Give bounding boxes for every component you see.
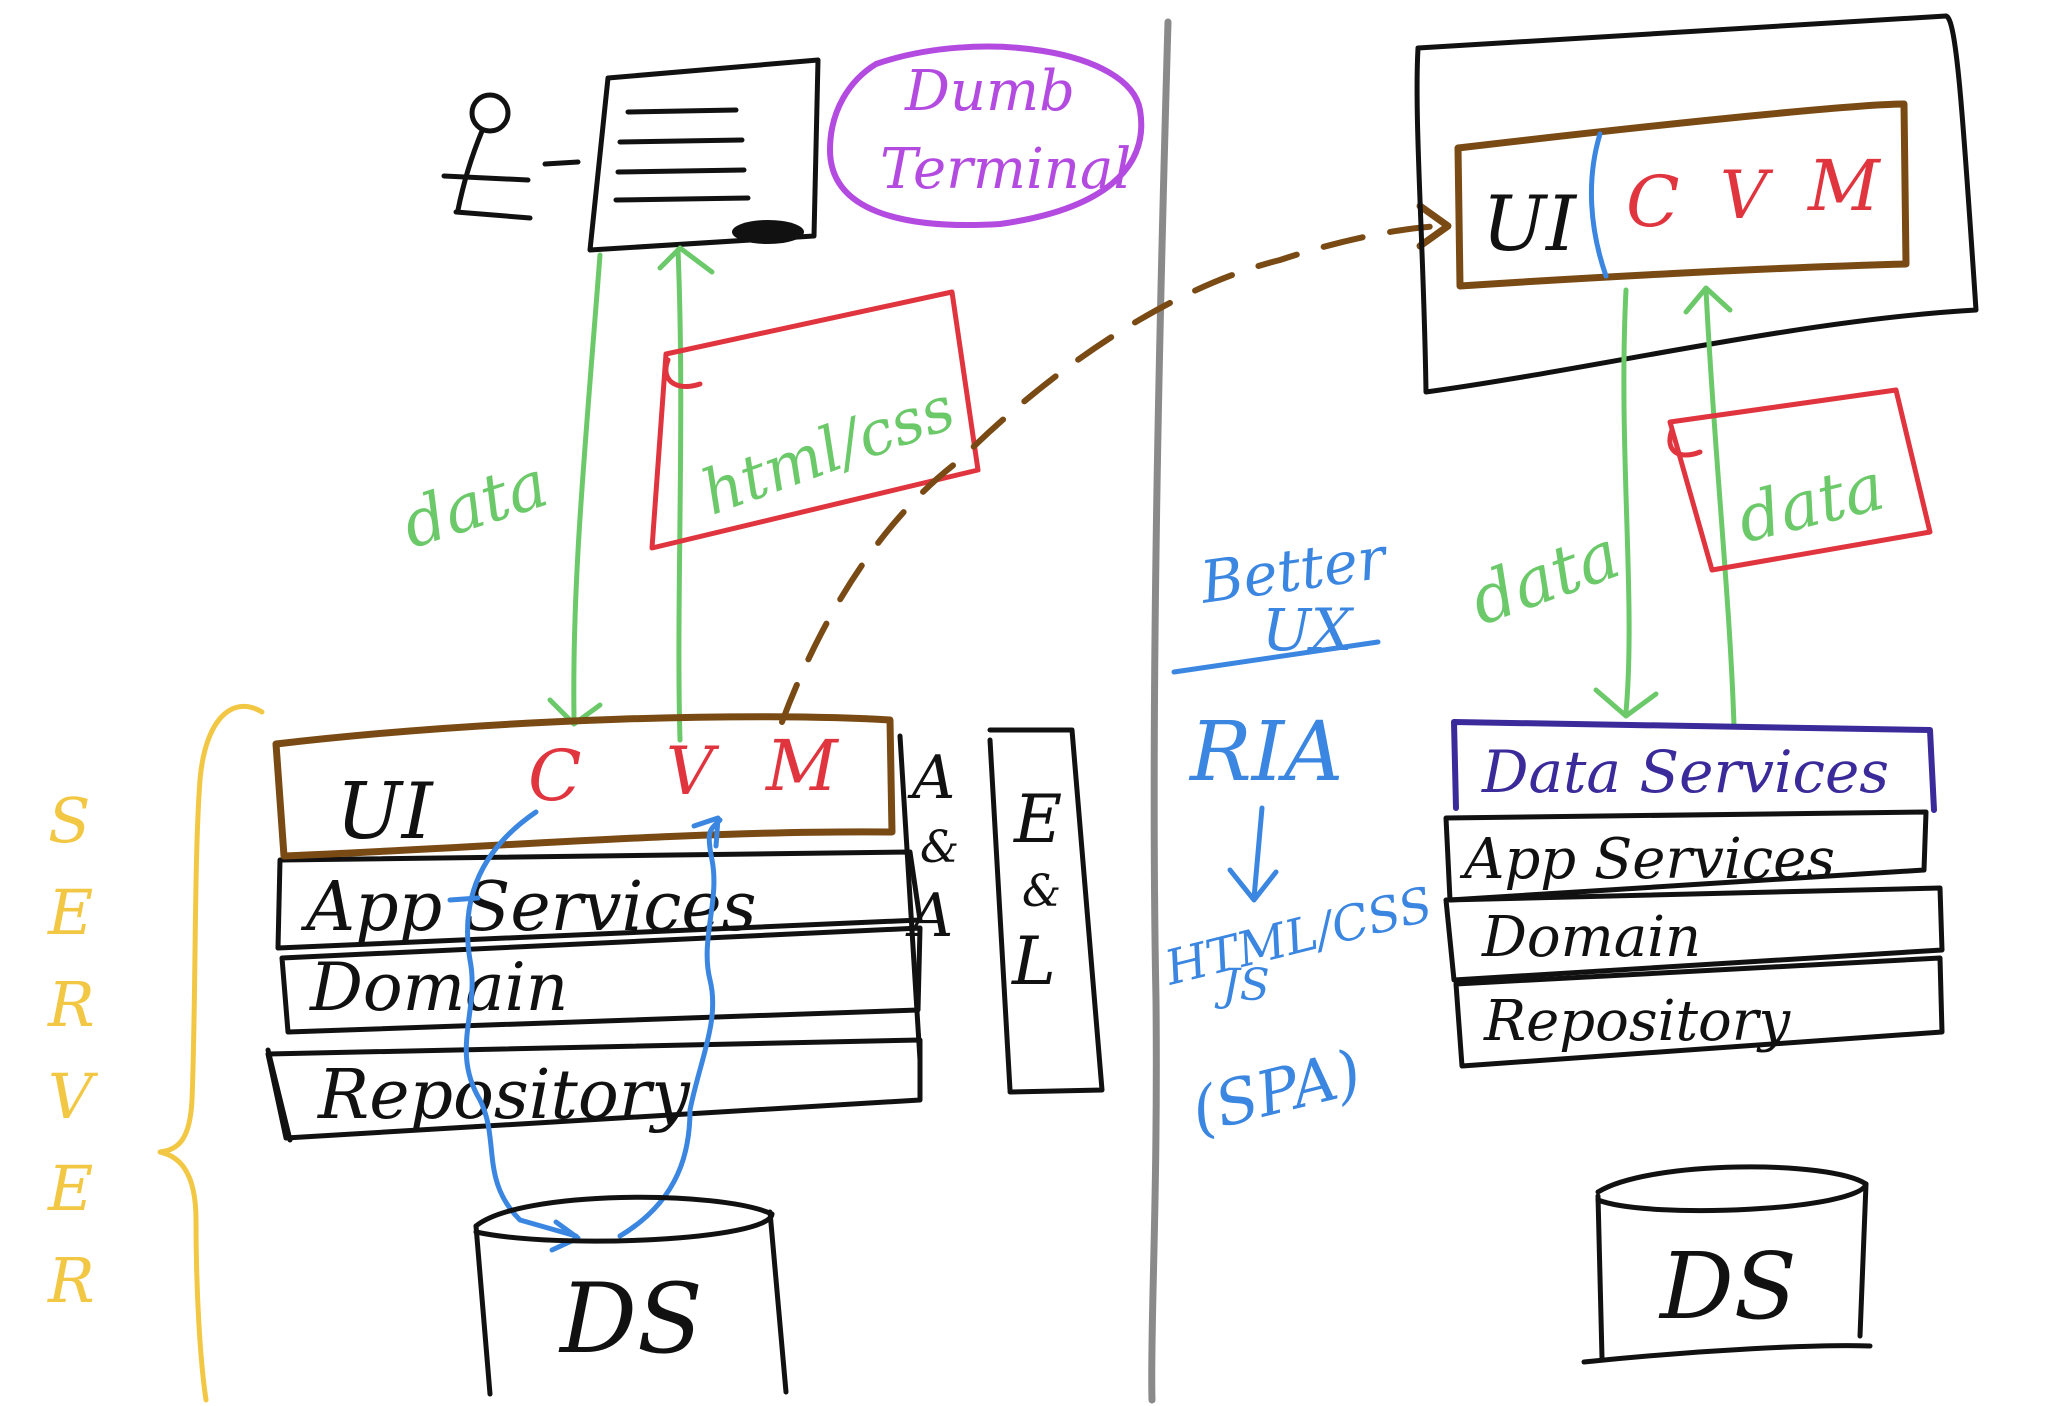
server-vertical-label: S E R V E R: [47, 784, 99, 1317]
right-data-callout: data: [1667, 387, 1933, 573]
right-v-label: V: [1720, 157, 1774, 234]
right-layer-domain: Domain: [1481, 905, 1701, 970]
right-top-layer-label: Data Services: [1481, 738, 1889, 806]
terminal-label-line2: Terminal: [880, 137, 1131, 202]
browser-window: [1414, 13, 1979, 395]
left-datastore: DS: [473, 1194, 789, 1397]
left-layer-app-services: App Services: [300, 868, 757, 947]
right-data-label-left: data: [1460, 515, 1630, 641]
tech-line1: HTML/CSS: [1159, 876, 1438, 997]
server-letter-5: E: [47, 1152, 93, 1225]
left-layer-repository: Repository: [316, 1056, 691, 1135]
el-3: L: [1011, 923, 1056, 1000]
ui-migration-connector: [779, 223, 1443, 725]
left-v-label: V: [666, 733, 720, 810]
html-css-callout: html/css: [649, 289, 981, 551]
aa-column: A & A: [905, 743, 959, 951]
left-ui-label: UI: [336, 767, 435, 857]
right-layer-app-services: App Services: [1459, 827, 1835, 892]
el-2: &: [1022, 866, 1061, 917]
ria-label: RIA: [1188, 705, 1343, 800]
aa-1: A: [907, 743, 955, 813]
server-letter-1: S: [48, 784, 90, 857]
left-data-label: data: [393, 445, 557, 564]
left-mvc-row: UI C V M: [272, 713, 896, 860]
aa-2: &: [920, 822, 959, 873]
vertical-divider: [1148, 18, 1172, 1404]
left-data-arrows: [547, 245, 715, 743]
dumb-terminal-callout: Dumb Terminal: [827, 43, 1145, 229]
left-ds-label: DS: [558, 1263, 703, 1375]
server-letter-6: R: [47, 1244, 95, 1317]
terminal-label-line1: Dumb: [904, 59, 1075, 124]
right-layer-repository: Repository: [1483, 989, 1792, 1054]
right-datastore: DS: [1581, 1164, 1873, 1365]
left-m-label: M: [764, 725, 840, 807]
ria-down-arrow: [1227, 805, 1279, 903]
left-c-label: C: [528, 735, 582, 817]
server-brace: [157, 704, 265, 1403]
right-ui-label: UI: [1482, 179, 1578, 268]
right-mvc-row: UI C V M: [1454, 100, 1910, 290]
terminal-screen: [587, 57, 821, 253]
el-1: E: [1013, 781, 1062, 858]
left-flow-arrows: [447, 809, 723, 1253]
el-column: E & L: [1011, 781, 1062, 1000]
right-data-services-layer: Data Services: [1451, 719, 1937, 813]
tech-line2: JS: [1214, 960, 1270, 1011]
server-letter-2: E: [47, 876, 93, 949]
server-letter-3: R: [47, 968, 95, 1041]
server-letter-4: V: [48, 1060, 99, 1133]
tech-line3: (SPA): [1184, 1035, 1368, 1147]
aa-3: A: [905, 881, 953, 951]
right-data-arrows: [1593, 285, 1737, 729]
right-ds-label: DS: [1658, 1233, 1797, 1340]
middle-notes: Better UX RIA HTML/CSS JS (SPA): [1159, 523, 1438, 1148]
connector-arrowhead: [1416, 202, 1452, 250]
better-underline: [1171, 639, 1381, 675]
user-icon: [441, 92, 581, 221]
right-m-label: M: [1806, 145, 1882, 227]
right-server-stack: [1443, 809, 1945, 1069]
right-c-label: C: [1626, 161, 1680, 243]
left-layer-domain: Domain: [309, 949, 568, 1026]
